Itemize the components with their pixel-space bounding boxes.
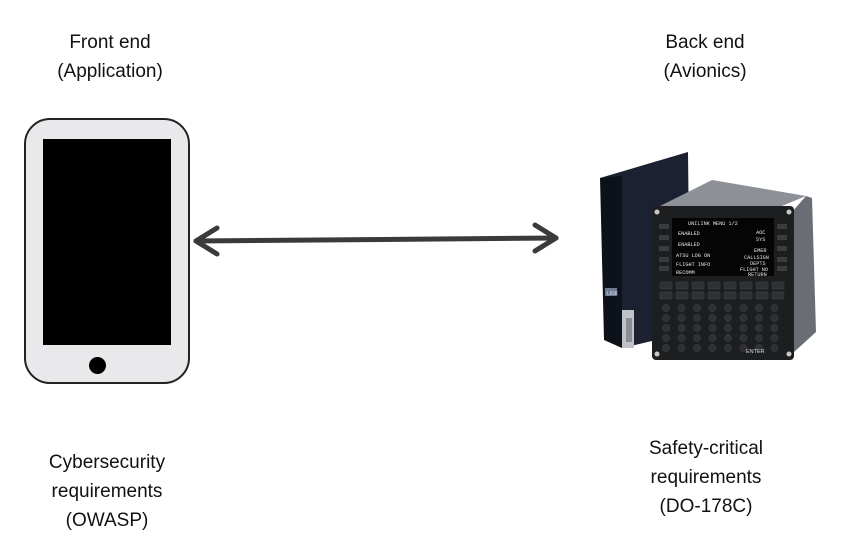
- cdu-line-1: ENABLED: [678, 231, 700, 237]
- front-req-line1: Cybersecurity: [48, 452, 166, 473]
- front-end-title: Front end (Application): [10, 28, 210, 86]
- keypad-key: [677, 344, 686, 352]
- keypad-key: [677, 304, 686, 312]
- keypad-key: [659, 281, 673, 290]
- keypad-key: [675, 291, 689, 300]
- keypad-key: [662, 304, 670, 312]
- keypad-key: [724, 334, 732, 342]
- keypad-key: [739, 324, 748, 332]
- keypad-key: [770, 334, 779, 342]
- phone-screen: [43, 139, 171, 345]
- cdu-right-4: CALLSIGN: [744, 255, 769, 261]
- front-req-line2: requirements: [51, 481, 163, 502]
- keypad-key: [770, 344, 779, 352]
- svg-text:LINK: LINK: [607, 291, 619, 297]
- keypad-key: [724, 324, 732, 332]
- keypad-key: [708, 334, 717, 342]
- back-req-line3: (DO-178C): [659, 496, 753, 517]
- keypad-key: [708, 304, 717, 312]
- keypad-key: [755, 291, 769, 300]
- keypad-key: [707, 291, 721, 300]
- front-req-line3: (OWASP): [65, 510, 149, 531]
- keypad-key: [739, 304, 748, 312]
- cdu-right-6: FLIGHT NO: [740, 267, 768, 273]
- keypad-key: [662, 334, 670, 342]
- keypad-key: [677, 334, 686, 342]
- cdu-line-5: RECOMM: [676, 270, 695, 276]
- keypad-key: [693, 334, 701, 342]
- keypad-key: [770, 324, 779, 332]
- keypad-key: [724, 304, 732, 312]
- keypad-key: [755, 304, 763, 312]
- keypad-key: [708, 314, 717, 322]
- keypad-key: [770, 314, 779, 322]
- keypad-key: [771, 281, 785, 290]
- keypad-key: [739, 314, 748, 322]
- keypad-key: [693, 344, 701, 352]
- keypad-key: [691, 281, 705, 290]
- back-req-line2: requirements: [650, 467, 762, 488]
- cdu-right-5: DEPTS: [750, 261, 766, 267]
- keypad-key: [708, 344, 717, 352]
- cdu-enter-key: ENTER: [746, 349, 765, 355]
- keypad-key: [693, 314, 701, 322]
- keypad-key: [677, 324, 686, 332]
- cdu-line-2: ENABLED: [678, 242, 700, 248]
- keypad-key: [739, 344, 748, 352]
- cdu-right-1: AOC: [756, 230, 765, 236]
- phone-home-button: [89, 357, 106, 374]
- back-end-title: Back end (Avionics): [605, 28, 805, 86]
- keypad-key: [693, 304, 701, 312]
- front-end-requirements: Cybersecurity requirements (OWASP): [7, 448, 207, 535]
- avionics-cdu-icon: LINK UNILINK MENU 1/2 ENABLED ENABLED AT…: [600, 152, 816, 360]
- keypad-key: [659, 291, 673, 300]
- front-end-title-line1: Front end: [69, 32, 151, 53]
- keypad-key: [755, 314, 763, 322]
- cdu-line-4: FLIGHT INFO: [676, 262, 710, 268]
- keypad-key: [708, 324, 717, 332]
- cdu-right-7: RETURN: [748, 272, 767, 278]
- cdu-right-2: SYS: [756, 237, 765, 243]
- keypad-key: [755, 344, 763, 352]
- cdu-right-3: EMER: [754, 248, 766, 254]
- keypad-key: [739, 334, 748, 342]
- keypad-key: [693, 324, 701, 332]
- keypad-key: [723, 291, 737, 300]
- keypad-key: [771, 291, 785, 300]
- back-req-line1: Safety-critical: [648, 438, 764, 459]
- back-end-title-line1: Back end: [665, 32, 745, 53]
- keypad-key: [755, 281, 769, 290]
- front-end-title-line2: (Application): [57, 61, 163, 82]
- keypad-key: [739, 291, 753, 300]
- cdu-line-3: ATSU LOG ON: [676, 253, 710, 259]
- smartphone-icon: [24, 118, 190, 384]
- keypad-key: [662, 324, 670, 332]
- keypad-key: [691, 291, 705, 300]
- keypad-key: [739, 281, 753, 290]
- keypad-key: [724, 314, 732, 322]
- keypad-key: [755, 334, 763, 342]
- keypad-key: [675, 281, 689, 290]
- keypad-key: [755, 324, 763, 332]
- back-end-requirements: Safety-critical requirements (DO-178C): [606, 434, 806, 521]
- keypad-key: [770, 304, 779, 312]
- keypad-key: [662, 344, 670, 352]
- keypad-key: [677, 314, 686, 322]
- keypad-key: [662, 314, 670, 322]
- keypad-key: [707, 281, 721, 290]
- keypad-key: [723, 281, 737, 290]
- back-end-title-line2: (Avionics): [663, 61, 747, 82]
- keypad-key: [724, 344, 732, 352]
- cdu-header: UNILINK MENU 1/2: [688, 221, 738, 227]
